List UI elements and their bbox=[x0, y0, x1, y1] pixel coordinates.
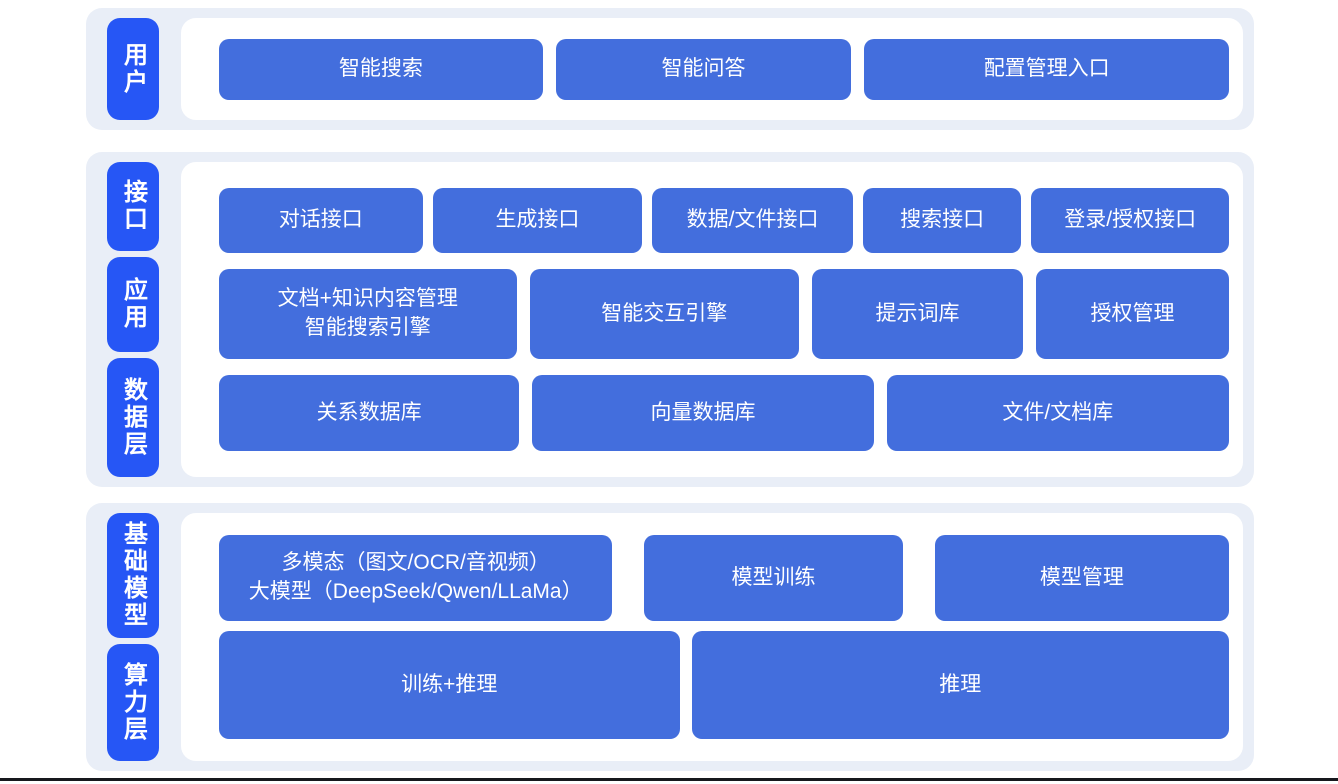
user-layer-row: 智能搜索 智能问答 配置管理入口 bbox=[219, 38, 1229, 100]
box-model-training: 模型训练 bbox=[644, 535, 903, 621]
layer-label-user: 用户 bbox=[107, 18, 159, 120]
box-model-management: 模型管理 bbox=[934, 535, 1229, 621]
bottom-layers-panel: 多模态（图文/OCR/音视频） 大模型（DeepSeek/Qwen/LLaMa）… bbox=[181, 513, 1243, 761]
box-smart-qa: 智能问答 bbox=[555, 38, 852, 100]
box-prompt-library: 提示词库 bbox=[811, 269, 1024, 359]
layer-label-application: 应用 bbox=[107, 256, 159, 352]
user-layer-panel: 智能搜索 智能问答 配置管理入口 bbox=[181, 18, 1243, 120]
box-auth-management: 授权管理 bbox=[1036, 269, 1230, 359]
box-file-doc-store: 文件/文档库 bbox=[886, 375, 1229, 451]
layer-label-interface: 接口 bbox=[107, 162, 159, 251]
box-doc-knowledge-search-engine: 文档+知识内容管理 智能搜索引擎 bbox=[219, 269, 517, 359]
box-login-auth-api: 登录/授权接口 bbox=[1031, 188, 1229, 253]
middle-layers-panel: 对话接口 生成接口 数据/文件接口 搜索接口 登录/授权接口 文档+知识内容管理… bbox=[181, 162, 1243, 477]
box-smart-search: 智能搜索 bbox=[219, 38, 543, 100]
bottom-layers-label-column: 基础模型 算力层 bbox=[107, 513, 159, 761]
box-dialog-api: 对话接口 bbox=[219, 188, 423, 253]
interface-row: 对话接口 生成接口 数据/文件接口 搜索接口 登录/授权接口 bbox=[219, 188, 1229, 253]
box-vector-db: 向量数据库 bbox=[532, 375, 874, 451]
user-layer-label-column: 用户 bbox=[107, 18, 159, 120]
box-training-inference: 训练+推理 bbox=[219, 631, 680, 739]
bottom-divider-line bbox=[0, 778, 1338, 781]
box-data-file-api: 数据/文件接口 bbox=[652, 188, 853, 253]
bottom-layers-section: 基础模型 算力层 多模态（图文/OCR/音视频） 大模型（DeepSeek/Qw… bbox=[86, 503, 1254, 771]
layer-label-compute: 算力层 bbox=[107, 643, 159, 761]
middle-layers-label-column: 接口 应用 数据层 bbox=[107, 162, 159, 477]
data-row: 关系数据库 向量数据库 文件/文档库 bbox=[219, 375, 1229, 451]
foundation-model-row: 多模态（图文/OCR/音视频） 大模型（DeepSeek/Qwen/LLaMa）… bbox=[219, 535, 1229, 621]
box-search-api: 搜索接口 bbox=[862, 188, 1022, 253]
box-multimodal-llm: 多模态（图文/OCR/音视频） 大模型（DeepSeek/Qwen/LLaMa） bbox=[219, 535, 613, 621]
user-layer-section: 用户 智能搜索 智能问答 配置管理入口 bbox=[86, 8, 1254, 130]
box-inference: 推理 bbox=[691, 631, 1229, 739]
box-config-management-entry: 配置管理入口 bbox=[864, 38, 1229, 100]
compute-row: 训练+推理 推理 bbox=[219, 631, 1229, 739]
box-smart-interaction-engine: 智能交互引擎 bbox=[529, 269, 799, 359]
box-relational-db: 关系数据库 bbox=[219, 375, 520, 451]
layer-label-foundation-model: 基础模型 bbox=[107, 513, 159, 638]
layer-label-data: 数据层 bbox=[107, 357, 159, 477]
middle-layers-section: 接口 应用 数据层 对话接口 生成接口 数据/文件接口 搜索接口 登录/授权接口… bbox=[86, 152, 1254, 487]
box-generation-api: 生成接口 bbox=[432, 188, 643, 253]
application-row: 文档+知识内容管理 智能搜索引擎 智能交互引擎 提示词库 授权管理 bbox=[219, 269, 1230, 359]
